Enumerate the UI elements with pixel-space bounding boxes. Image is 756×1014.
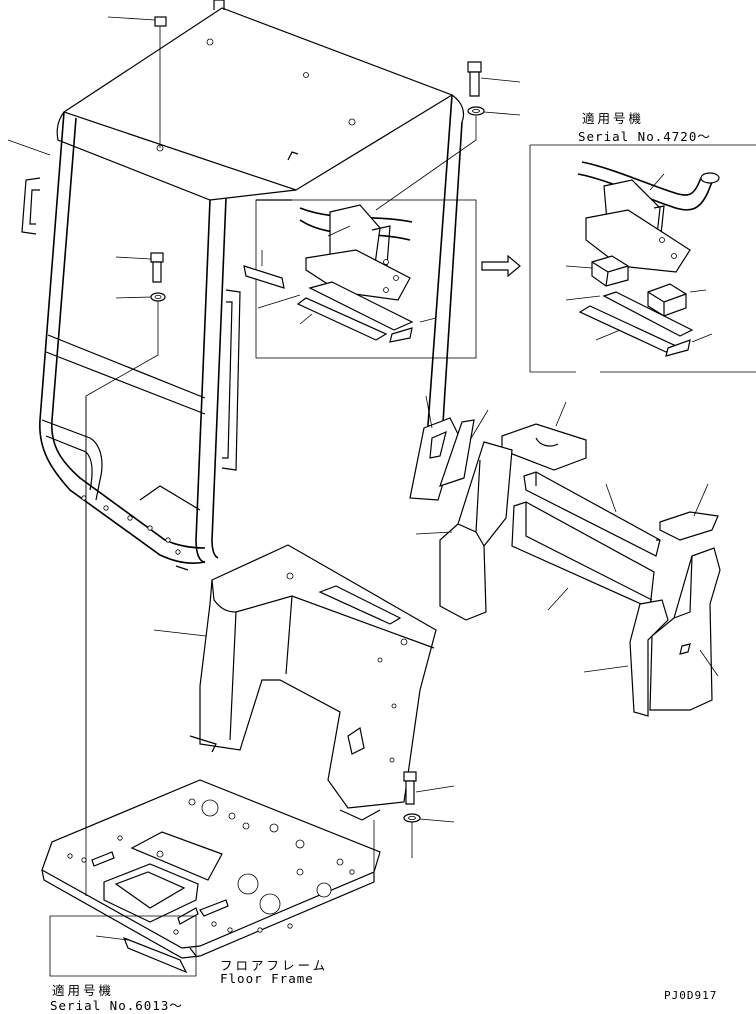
floor-frame-en: Floor Frame — [220, 971, 314, 986]
upper-serial-jp: 適用号機 — [582, 111, 645, 126]
top-bolt — [107, 16, 167, 148]
lower-serial-jp: 適用号機 — [52, 983, 115, 998]
upper-serial-en: Serial No.4720～ — [578, 129, 711, 144]
floor-frame-jp: フロアフレーム — [220, 958, 329, 973]
floor-frame — [41, 779, 381, 974]
drawing-code: PJ0D917 — [664, 989, 718, 1002]
cab-frame — [21, 0, 465, 571]
insulation-pieces — [409, 395, 721, 717]
lower-bolt — [403, 771, 455, 858]
upper-bolt — [375, 61, 521, 211]
detail-box-left — [243, 199, 477, 359]
arrow-icon — [481, 254, 521, 278]
detail-box-right — [529, 144, 756, 373]
cab-cover — [153, 544, 437, 821]
lower-serial-en: Serial No.6013～ — [50, 998, 183, 1013]
